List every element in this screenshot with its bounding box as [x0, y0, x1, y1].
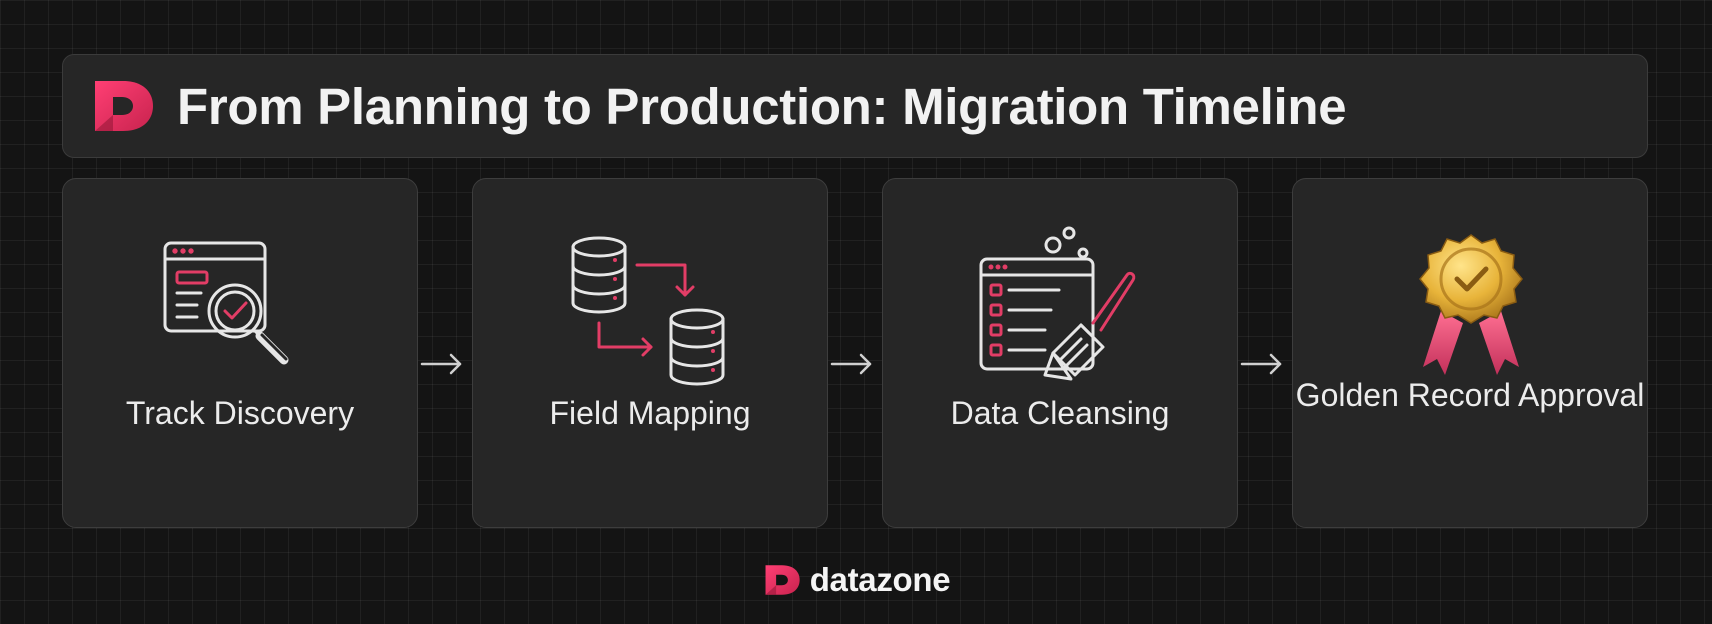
right-arrow-icon [830, 353, 872, 375]
brand-name: datazone [809, 561, 951, 598]
step-label: Track Discovery [125, 395, 355, 431]
browser-magnifier-check-icon [163, 241, 289, 365]
right-arrow-icon [420, 353, 462, 375]
footer-brand: datazone [0, 556, 1712, 604]
step-label: Golden Record Approval [1295, 377, 1645, 413]
checklist-broom-icon [979, 226, 1136, 381]
step-card-track-discovery: Track Discovery [62, 178, 418, 528]
gold-award-badge-icon [1419, 234, 1523, 375]
step-card-data-cleansing: Data Cleansing [882, 178, 1238, 528]
page-title: From Planning to Production: Migration T… [177, 77, 1347, 135]
step-card-field-mapping: Field Mapping [472, 178, 828, 528]
datazone-logo-icon [95, 81, 153, 131]
datazone-logo-icon [765, 565, 800, 595]
step-label: Field Mapping [549, 395, 751, 431]
step-label: Data Cleansing [950, 395, 1170, 431]
step-card-golden-record-approval: Golden Record Approval [1292, 178, 1648, 528]
right-arrow-icon [1240, 353, 1282, 375]
database-transfer-icon [571, 236, 725, 386]
title-bar: From Planning to Production: Migration T… [62, 54, 1648, 158]
